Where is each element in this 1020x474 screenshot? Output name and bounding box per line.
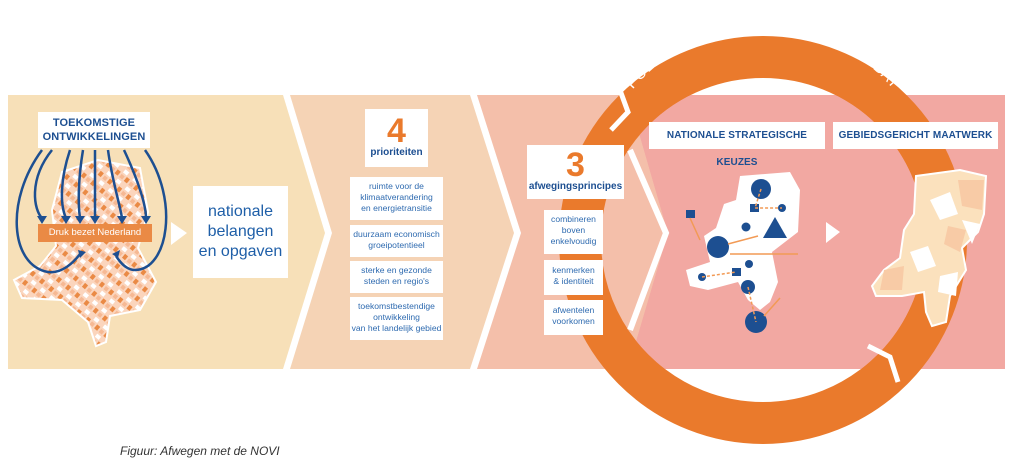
ring-divider-left <box>627 148 670 332</box>
national-strategic-choices-header: NATIONALE STRATEGISCHE KEUZES <box>649 122 825 168</box>
priority-line: klimaatverandering <box>360 192 433 202</box>
figure-caption: Figuur: Afwegen met de NOVI <box>120 444 280 458</box>
priority-line: ontwikkeling <box>373 312 420 322</box>
outcome-line: nationale <box>208 203 273 220</box>
priority-item: duurzaam economisch groeipotentieel <box>350 225 443 257</box>
ring-divider-bottom <box>866 343 901 383</box>
tailored-regions-peach <box>880 180 984 290</box>
priority-item: ruimte voor de klimaatverandering en ene… <box>350 177 443 220</box>
principles-count-box: 3 afwegingsprincipes <box>527 145 624 199</box>
principle-line: combineren <box>551 214 596 224</box>
principle-item: kenmerken & identiteit <box>544 260 603 295</box>
principles-label: afwegingsprincipes <box>528 181 623 192</box>
principle-line: enkelvoudig <box>550 236 597 246</box>
principle-line: & identiteit <box>553 276 594 286</box>
priorities-label: prioriteiten <box>370 147 423 158</box>
outcome-line: en opgaven <box>198 243 283 260</box>
arrow-heads <box>37 216 151 258</box>
strategic-connections <box>689 188 798 323</box>
principle-line: kenmerken <box>552 265 595 275</box>
chevron-right-icon <box>171 222 187 245</box>
priority-line: groeipotentieel <box>368 240 425 250</box>
outcome-line: belangen <box>207 223 274 240</box>
priority-line: duurzaam economisch <box>353 229 440 239</box>
priority-item: sterke en gezonde steden en regio's <box>350 261 443 293</box>
priority-line: toekomstbestendige <box>358 301 435 311</box>
principle-item: combineren boven enkelvoudig <box>544 210 603 254</box>
pressure-label: Druk bezet Nederland <box>38 224 152 242</box>
priorities-number: 4 <box>387 112 406 150</box>
principle-line: afwentelen <box>552 305 595 315</box>
priorities-count-box: 4 prioriteiten <box>365 109 428 167</box>
header-line: TOEKOMSTIGE <box>52 117 136 129</box>
future-developments-header: TOEKOMSTIGE ONTWIKKELINGEN <box>38 112 150 148</box>
chevron-right-icon <box>826 222 840 243</box>
development-arrows <box>15 149 168 274</box>
priority-line: van het landelijk gebied <box>351 323 442 333</box>
priority-item: toekomstbestendige ontwikkeling van het … <box>350 297 443 340</box>
priority-line: steden en regio's <box>363 276 430 286</box>
national-interests-box: nationale belangen en opgaven <box>193 186 288 278</box>
principles-number: 3 <box>566 146 585 184</box>
ring-divider-top <box>609 81 631 132</box>
principle-line: voorkomen <box>552 316 595 326</box>
header-line: ONTWIKKELINGEN <box>42 131 146 143</box>
principle-line: boven <box>561 225 586 235</box>
area-tailored-header: GEBIEDSGERICHT MAATWERK <box>833 122 998 149</box>
priority-line: sterke en gezonde <box>361 265 432 275</box>
tailored-regions <box>910 192 980 296</box>
priority-line: ruimte voor de <box>369 181 424 191</box>
priority-line: en energietransitie <box>361 203 432 213</box>
principle-item: afwentelen voorkomen <box>544 300 603 335</box>
